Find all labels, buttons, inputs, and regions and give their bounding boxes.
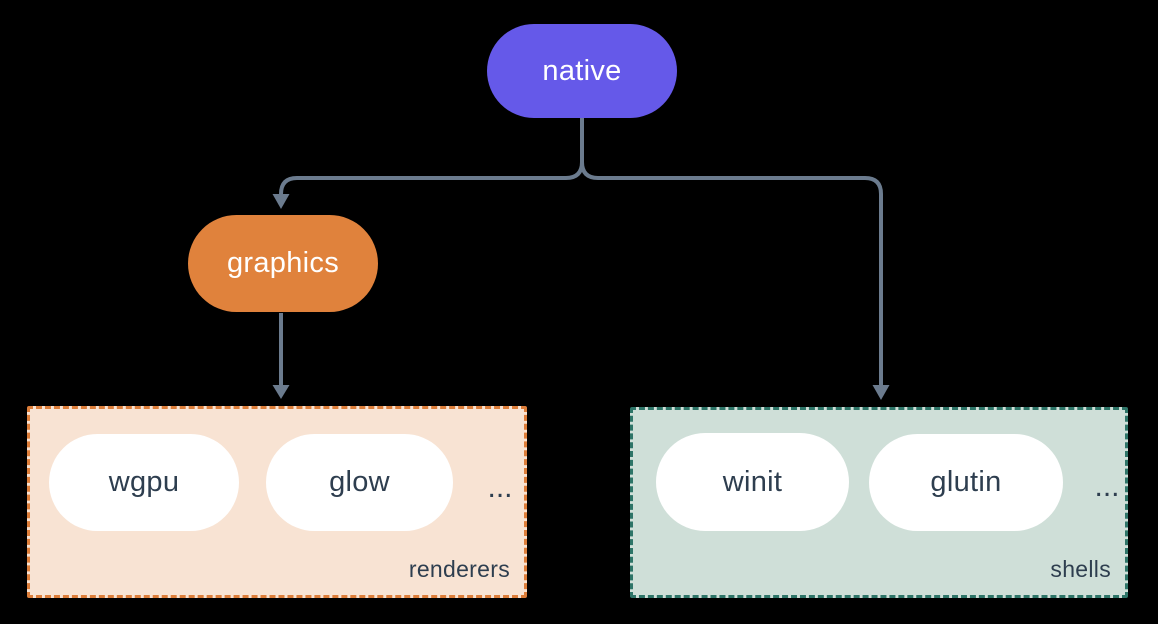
node-glutin: glutin (869, 434, 1063, 531)
node-wgpu-label: wgpu (108, 466, 180, 498)
node-glow-label: glow (329, 466, 390, 498)
connector-native-to-graphics (279, 118, 584, 196)
node-graphics-label: graphics (226, 247, 339, 279)
node-glutin-label: glutin (930, 466, 1002, 498)
node-winit: winit (656, 433, 849, 531)
arrowhead-into-renderers (272, 385, 290, 399)
node-graphics: graphics (188, 215, 378, 312)
shells-ellipsis: ... (1094, 469, 1120, 503)
node-wgpu: wgpu (49, 434, 239, 531)
arrowhead-into-graphics (272, 194, 290, 209)
node-winit-label: winit (722, 465, 783, 498)
group-renderers-label: renderers (408, 556, 510, 582)
group-renderers: wgpu glow ... renderers (27, 406, 527, 598)
node-native-label: native (542, 54, 622, 87)
arrowhead-into-shells (872, 385, 890, 400)
renderers-ellipsis: ... (487, 470, 513, 504)
connector-native-to-shells (580, 118, 883, 386)
group-shells-label: shells (1050, 556, 1111, 582)
group-shells: winit glutin ... shells (630, 407, 1128, 598)
node-glow: glow (266, 434, 453, 531)
node-native: native (487, 24, 677, 118)
